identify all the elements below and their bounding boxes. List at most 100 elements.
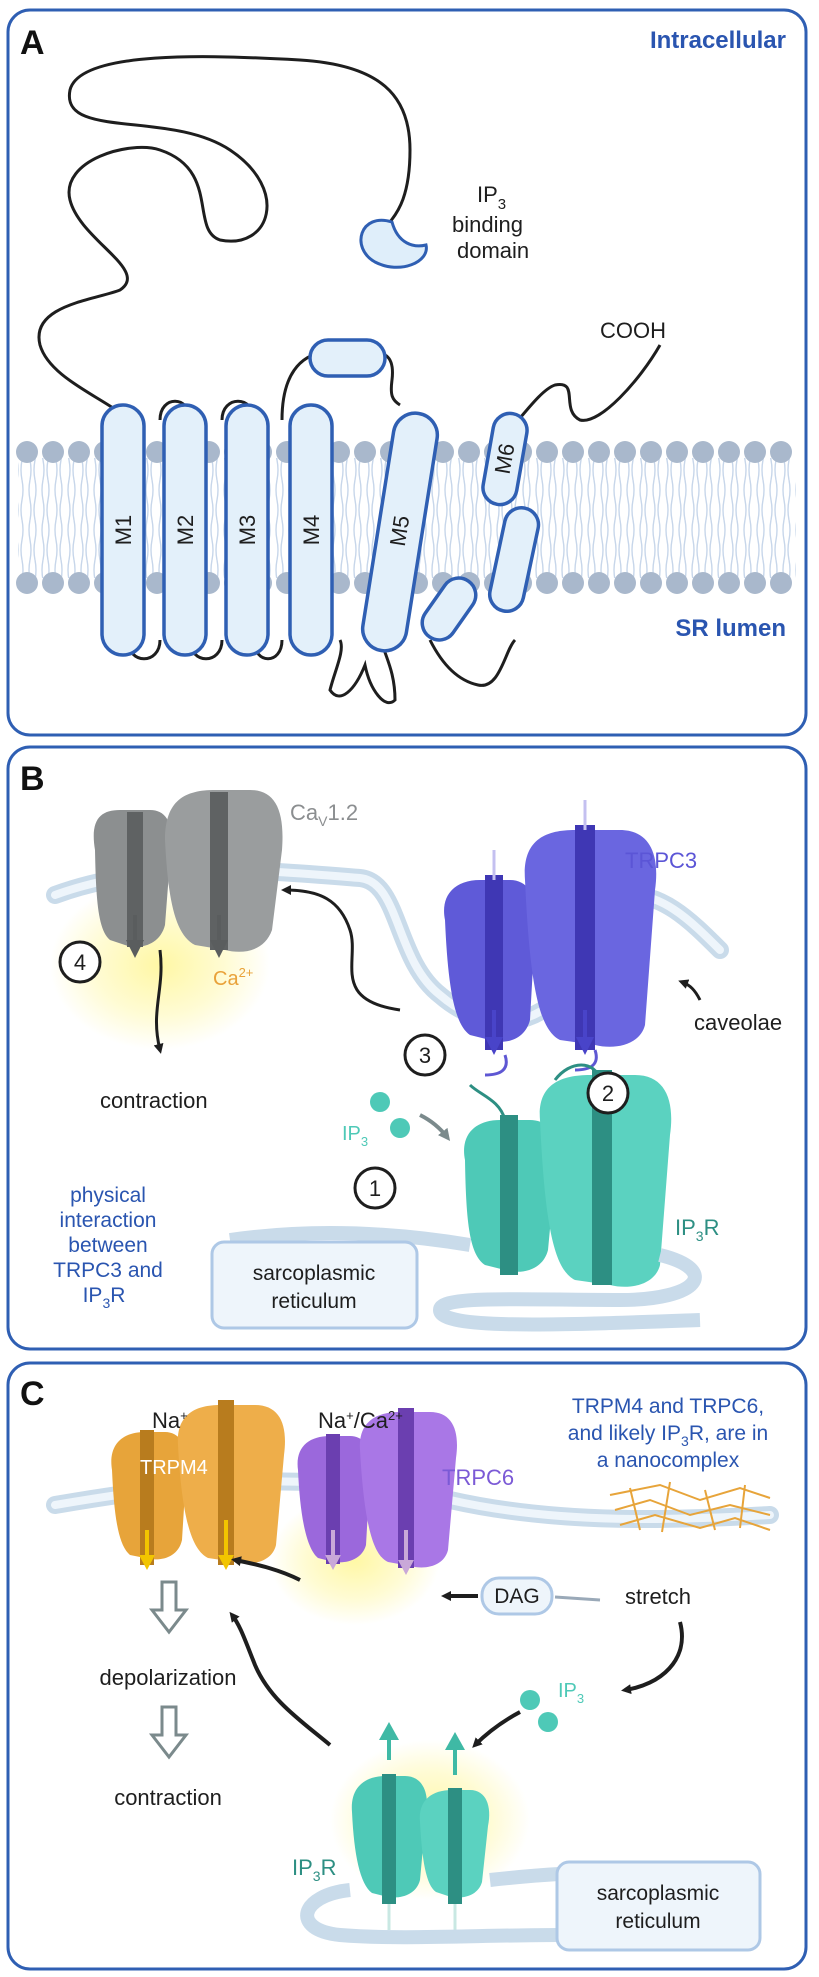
ip3-arrow-b — [419, 1113, 451, 1141]
ip3-to-ip3r-arrow — [472, 1710, 521, 1748]
lipid-head — [562, 441, 584, 463]
lipid-head — [68, 572, 90, 594]
stretch-label: stretch — [625, 1584, 691, 1609]
svg-text:IP3R: IP3R — [83, 1284, 126, 1311]
sr-label-b-2: reticulum — [271, 1290, 356, 1313]
trpm4-label: TRPM4 — [140, 1457, 208, 1479]
trpc3-label: TRPC3 — [625, 848, 697, 873]
lipid-head — [718, 572, 740, 594]
dag-box — [480, 1576, 554, 1616]
trpc6-channel — [297, 1408, 457, 1575]
ip3-molecule-c2 — [538, 1712, 558, 1732]
ip3-sub-b: 3 — [361, 1134, 368, 1149]
label-m1: M1 — [111, 515, 136, 546]
ip3r-sub-b: 3 — [696, 1228, 704, 1244]
helix-m2 — [162, 403, 208, 657]
panel-a: A Intracellular SR lumen IP3 binding do — [6, 8, 808, 737]
trpc6-to-trpm4-arrow — [231, 1556, 301, 1582]
caveolae-arrow — [678, 979, 702, 1001]
ip3r-suffix-b: R — [704, 1215, 720, 1240]
intracellular-label: Intracellular — [650, 27, 786, 54]
panel-b-letter: B — [20, 760, 45, 798]
label-m6: M6 — [490, 441, 520, 475]
physical-line-5b: R — [110, 1284, 125, 1307]
lipid-head — [666, 572, 688, 594]
svg-text:Na+/Ca2+: Na+/Ca2+ — [318, 1408, 403, 1433]
trpc6-label: TRPC6 — [442, 1465, 514, 1490]
trpm4-channel — [111, 1400, 285, 1570]
note-line-2a: and likely IP — [568, 1422, 681, 1445]
trpc3-to-cav-arrow — [281, 885, 401, 1012]
naca-sup2: 2+ — [388, 1408, 403, 1423]
ip3-molecule-b1 — [370, 1092, 390, 1112]
depolarization-label: depolarization — [100, 1665, 237, 1690]
ca-to-contraction-arrow — [153, 949, 164, 1054]
helix-pore-top — [308, 338, 387, 378]
ca-ion-label: Ca — [213, 968, 239, 990]
lipid-head — [614, 572, 636, 594]
sr-box-c — [555, 1860, 762, 1952]
ip3r-sub-c: 3 — [313, 1868, 321, 1884]
lipid-head — [770, 441, 792, 463]
lipid-head — [588, 441, 610, 463]
cav-sub: V — [318, 813, 328, 829]
hollow-arrow-1 — [148, 1580, 190, 1635]
helix-m3 — [224, 403, 270, 657]
step-4: 4 — [74, 950, 86, 975]
svg-text:Ca2+: Ca2+ — [213, 965, 253, 990]
step-2: 2 — [602, 1081, 614, 1106]
lipid-head — [42, 441, 64, 463]
note-line-1: TRPM4 and TRPC6, — [572, 1395, 764, 1418]
svg-text:IP3R: IP3R — [292, 1855, 336, 1884]
ip3r-label-c: IP — [292, 1855, 313, 1880]
na-sup: + — [180, 1408, 188, 1423]
naca-sup1: + — [346, 1408, 354, 1423]
step-1: 1 — [369, 1176, 381, 1201]
helix-m6-lower — [487, 506, 541, 613]
note-line-2b: R, are in — [689, 1422, 768, 1445]
physical-line-4: TRPC3 and — [53, 1259, 163, 1282]
ip3-binding-label-3: domain — [457, 238, 529, 263]
svg-text:IP3: IP3 — [558, 1680, 584, 1706]
lipid-head — [640, 572, 662, 594]
lipid-head — [536, 572, 558, 594]
lipid-head — [640, 441, 662, 463]
physical-line-5a: IP — [83, 1284, 103, 1307]
label-m2: M2 — [173, 515, 198, 546]
sr-label-c-1: sarcoplasmic — [597, 1882, 720, 1905]
ip3-binding-domain-shape — [359, 218, 428, 269]
cav12-channel — [93, 790, 283, 958]
trpc3-channel — [444, 800, 657, 1077]
stretch-to-dag-line — [554, 1595, 601, 1602]
sr-lumen-label: SR lumen — [675, 615, 786, 642]
physical-line-3: between — [68, 1234, 147, 1257]
panel-c-letter: C — [20, 1375, 45, 1413]
contraction-label-c: contraction — [114, 1785, 222, 1810]
physical-line-5sub: 3 — [102, 1295, 110, 1311]
helix-m5 — [360, 411, 440, 653]
note-line-2sub: 3 — [681, 1433, 689, 1449]
ip3-molecule-b2 — [390, 1118, 410, 1138]
ip3r-suffix-c: R — [321, 1855, 337, 1880]
lipid-head — [718, 441, 740, 463]
lipid-head — [614, 441, 636, 463]
ip3-binding-label-2: binding — [452, 212, 523, 237]
ip3r-channel-c — [351, 1722, 490, 1930]
naca-label-b: /Ca — [354, 1408, 389, 1433]
svg-text:IP3R: IP3R — [675, 1215, 719, 1244]
physical-line-2: interaction — [60, 1209, 157, 1232]
ip3-sub-c: 3 — [577, 1691, 584, 1706]
lipid-head — [458, 441, 480, 463]
svg-text:CaV1.2: CaV1.2 — [290, 800, 358, 829]
hollow-arrows — [148, 1580, 190, 1760]
step-3: 3 — [419, 1043, 431, 1068]
cooh-label: COOH — [600, 318, 666, 343]
helix-m6 — [481, 411, 529, 507]
ip3-binding-label-1: IP — [477, 182, 498, 207]
naca-label-a: Na — [318, 1408, 347, 1433]
lipid-head — [16, 441, 38, 463]
lipid-head — [354, 441, 376, 463]
hollow-arrow-2 — [148, 1705, 190, 1760]
lipid-head — [588, 572, 610, 594]
